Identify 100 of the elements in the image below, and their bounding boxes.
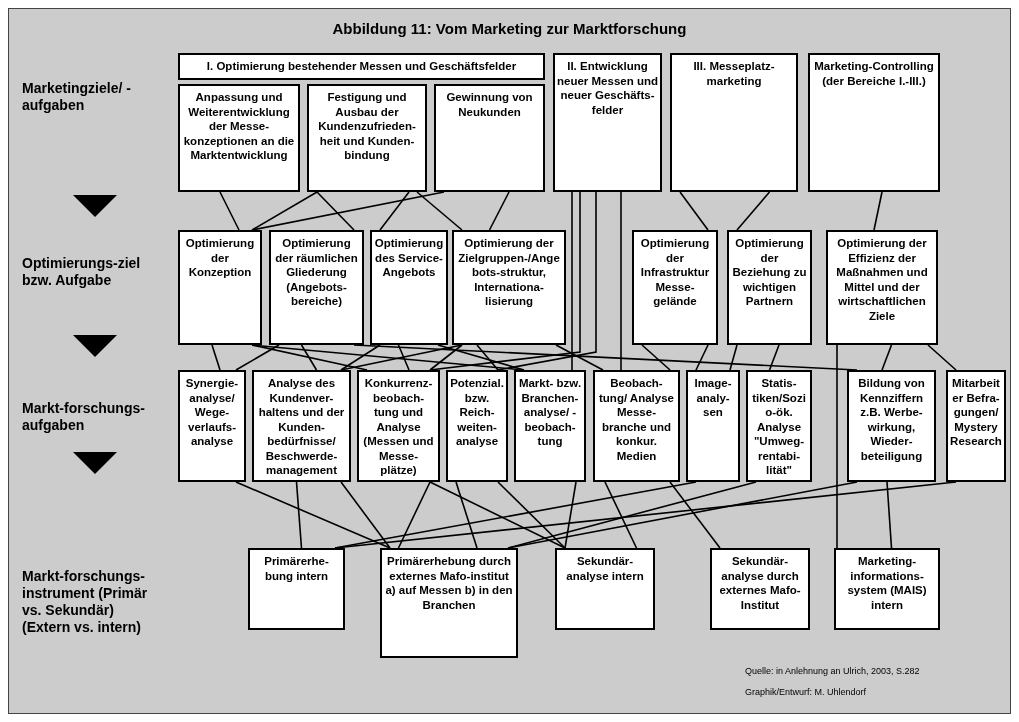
connector-line	[736, 191, 771, 231]
box-text: Statis-tiken/Sozio-ök. Analyse "Umweg-rentabi-lität"	[751, 376, 807, 478]
process-box	[686, 370, 740, 482]
connector-line	[295, 481, 303, 549]
box-text: II. Entwicklung neuer Messen und neuer Geschäfts-felder	[557, 59, 658, 117]
box-text: Bildung von Kennziffern z.B. Werbe-wirkung, Wieder-beteiligung	[857, 376, 926, 463]
connector-line	[211, 344, 221, 371]
row-label: Marketingziele/ -aufgaben	[22, 80, 132, 114]
process-box	[434, 84, 545, 192]
connector-line	[397, 481, 431, 549]
connector-line	[881, 344, 893, 371]
process-box	[834, 548, 940, 630]
connector-line	[927, 344, 957, 371]
row-label: Markt-forschungs-instrument (Primär vs. Sekundär) (Extern vs. intern)	[22, 568, 149, 636]
connector-line	[836, 344, 838, 549]
box-text: Synergie-analyse/ Wege-verlaufs-analyse	[184, 376, 240, 449]
box-text: Optimierung der Infrastruktur Messe-gelände	[639, 236, 711, 309]
connector-line	[476, 344, 499, 371]
box-text: Sekundär-analyse durch externes Mafo-Institut	[718, 554, 802, 612]
box-text: Mitarbeiter Befra-gungen/ Mystery Research	[950, 376, 1002, 449]
box-text: Optimierung der Beziehung zu wichtigen Partnern	[731, 236, 808, 309]
process-box	[178, 84, 300, 192]
process-box	[178, 370, 246, 482]
box-text: Anpassung und Weiterentwicklung der Messe-konzeptionen an die Marktentwicklung	[182, 90, 296, 163]
box-text: Analyse des Kundenver-haltens und der Kunden-bedürfnisse/ Beschwerde-management	[257, 376, 346, 478]
process-box	[370, 230, 448, 345]
connector-line	[416, 191, 463, 231]
connector-line	[679, 191, 709, 231]
source-note: Quelle: in Anlehnung an Ulrich, 2003, S.282	[745, 666, 920, 676]
process-box	[727, 230, 812, 345]
row-label: Optimierungs-ziel bzw. Aufgabe	[22, 255, 142, 289]
process-box	[746, 370, 812, 482]
box-text: III. Messeplatz-marketing	[692, 59, 776, 88]
connector-line	[555, 344, 604, 371]
process-box	[826, 230, 938, 345]
process-box	[670, 53, 798, 192]
connector-line	[340, 344, 381, 371]
box-text: Markt- bzw. Branchen-analyse/ -beobach-tung	[518, 376, 582, 449]
box-text: Primärerhebung durch externes Mafo-institut a) auf Messen b) in den Branchen	[384, 554, 514, 612]
connector-line	[235, 481, 391, 549]
row-label: Markt-forschungs-aufgaben	[22, 400, 146, 434]
box-text: Beobach-tung/ Analyse Messe-branche und konkur. Medien	[598, 376, 675, 463]
connector-line	[300, 344, 318, 371]
box-text: Marketing-Controlling (der Bereiche I.-III.)	[813, 59, 935, 88]
connector-line	[429, 344, 463, 371]
connector-line	[379, 191, 410, 231]
source-note: Graphik/Entwurf: M. Uhlendorf	[745, 687, 867, 697]
process-box	[808, 53, 940, 192]
process-box	[555, 548, 655, 630]
process-box	[847, 370, 936, 482]
box-text: Optimierung der Zielgruppen-/Angebots-struktur, Internationa-lisierung	[457, 236, 561, 309]
connector-line	[620, 191, 622, 371]
process-box	[710, 548, 810, 630]
box-text: Primärerhe-bung intern	[263, 554, 330, 583]
process-box	[593, 370, 680, 482]
process-box	[553, 53, 662, 192]
connector-line	[437, 344, 525, 371]
process-box	[380, 548, 518, 658]
connector-line	[571, 191, 573, 371]
box-text: Optimierung der räumlichen Gliederung (Angebots-bereiche)	[274, 236, 359, 309]
connector-line	[235, 344, 280, 371]
box-text: Image-analy-sen	[693, 376, 733, 420]
connector-line	[729, 344, 738, 371]
connector-line	[873, 191, 883, 231]
connector-line	[507, 481, 858, 549]
box-text: Optimierung der Konzeption	[184, 236, 256, 280]
box-text: Sekundär-analyse intern	[565, 554, 645, 583]
process-box	[514, 370, 586, 482]
process-box	[252, 370, 351, 482]
box-text: Festigung und Ausbau der Kundenzufrieden-heit und Kunden-bindung	[317, 90, 417, 163]
diagram-title: Abbildung 11: Vom Marketing zur Marktforschung	[331, 20, 688, 37]
box-text: Optimierung des Service-Angebots	[374, 236, 444, 280]
process-box	[632, 230, 718, 345]
connector-line	[768, 344, 780, 371]
connector-line	[497, 191, 597, 371]
process-box	[946, 370, 1006, 482]
connector-line	[695, 344, 709, 371]
process-box	[269, 230, 364, 345]
process-box	[446, 370, 508, 482]
connector-line	[604, 481, 638, 549]
box-text: Konkurrenz-beobach-tung und Analyse (Messen und Messe-plätze)	[362, 376, 435, 478]
connector-line	[488, 191, 510, 231]
connector-line	[497, 481, 566, 549]
connector-line	[564, 481, 577, 549]
connector-line	[316, 191, 355, 231]
connector-line	[455, 481, 478, 549]
process-box	[178, 53, 545, 80]
connector-line	[669, 481, 721, 549]
connector-line	[429, 481, 566, 549]
connector-line	[641, 344, 671, 371]
process-box	[452, 230, 566, 345]
connector-line	[886, 481, 893, 549]
box-text: Marketing-informations-system (MAIS) intern	[846, 554, 928, 612]
connector-line	[219, 191, 240, 231]
connector-line	[340, 481, 391, 549]
connector-line	[429, 191, 581, 371]
box-text: Gewinnung von Neukunden	[445, 90, 534, 119]
connector-line	[397, 344, 410, 371]
connector-line	[251, 191, 445, 231]
connector-line	[251, 191, 318, 231]
